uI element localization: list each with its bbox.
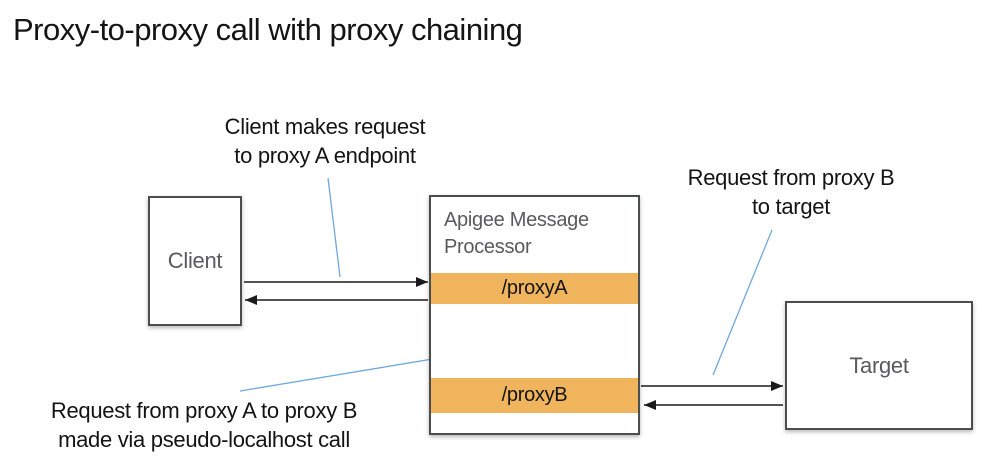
- annotation-proxyb-to-target-line1: Request from proxy B: [687, 165, 895, 190]
- proxyb-band: /proxyB: [431, 378, 638, 413]
- message-processor-node: Apigee Message Processor /proxyA /proxyB: [429, 195, 640, 435]
- proxya-band: /proxyA: [431, 273, 638, 304]
- annotation-client-request-line1: Client makes request: [224, 114, 426, 139]
- leader-line-client-request: [327, 177, 341, 278]
- target-node: Target: [785, 301, 973, 430]
- leader-line-proxyb-to-target: [712, 229, 773, 376]
- message-processor-title: Apigee Message Processor: [444, 209, 589, 258]
- annotation-proxyb-to-target-line2: to target: [751, 194, 831, 219]
- annotation-client-request-line2: to proxy A endpoint: [234, 143, 416, 168]
- annotation-proxya-to-proxyb-line1: Request from proxy A to proxy B: [50, 398, 358, 423]
- client-node: Client: [148, 196, 242, 326]
- target-node-label: Target: [849, 352, 909, 378]
- annotation-proxya-to-proxyb-line2: made via pseudo-localhost call: [58, 427, 350, 452]
- annotation-proxya-to-proxyb: Request from proxy A to proxy B made via…: [8, 396, 400, 454]
- page-title: Proxy-to-proxy call with proxy chaining: [13, 12, 523, 47]
- annotation-proxyb-to-target: Request from proxy B to target: [658, 163, 924, 221]
- annotation-client-request: Client makes request to proxy A endpoint: [175, 112, 475, 170]
- client-node-label: Client: [167, 248, 223, 273]
